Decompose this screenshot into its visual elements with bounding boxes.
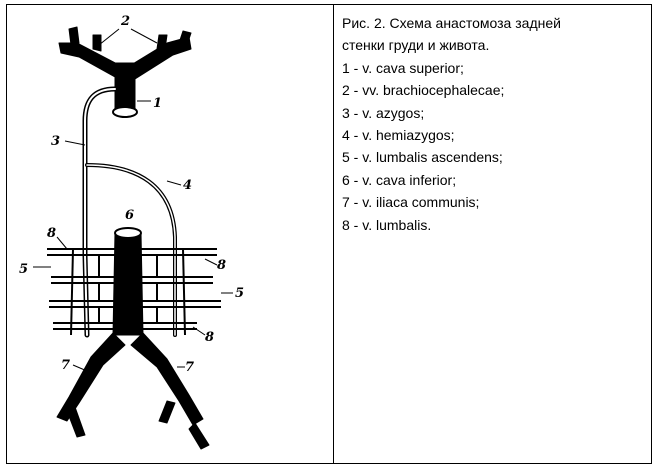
label-4: 4 — [183, 178, 192, 193]
caption-item: 4 - v. hemiazygos; — [342, 127, 455, 144]
anastomosis-diagram: 2 1 3 4 6 8 5 8 5 8 7 7 — [19, 14, 244, 450]
brachiocephalic-vein-left — [58, 42, 120, 78]
caption-item: 3 - v. azygos; — [342, 104, 425, 121]
hemiazygos-vein-inner — [86, 164, 176, 336]
caption-item: 5 - v. lumbalis ascendens; — [342, 149, 503, 166]
leader-2b — [130, 28, 158, 44]
caption-item: 6 - v. cava inferior; — [342, 171, 457, 188]
brachiocephalic-vein-right — [130, 36, 192, 80]
caption-item: 8 - v. lumbalis. — [342, 216, 432, 233]
label-5a: 5 — [19, 262, 28, 277]
label-1: 1 — [153, 96, 162, 111]
label-2: 2 — [120, 14, 130, 29]
leader-7a — [72, 364, 88, 372]
caption-item: 7 - v. iliaca communis; — [342, 194, 480, 211]
leader-2a — [98, 28, 120, 46]
figure-caption: Рис. 2. Схема анастомоза задней стенки г… — [342, 12, 642, 236]
azygos-vein-inner — [84, 88, 116, 336]
caption-title-line-2: стенки груди и живота. — [342, 37, 490, 54]
vena-cava-superior-opening — [112, 106, 138, 118]
leader-3 — [64, 140, 86, 146]
ascending-lumbar-left — [70, 248, 74, 336]
vena-cava-inferior — [112, 232, 144, 336]
label-8a: 8 — [47, 226, 56, 241]
brachiocephalic-branch-4 — [178, 30, 192, 46]
ascending-lumbar-right — [182, 248, 186, 336]
caption-item: 2 - vv. brachiocephalecae; — [342, 82, 505, 99]
brachiocephalic-branch-3 — [156, 34, 168, 50]
label-6: 6 — [125, 208, 134, 223]
lumbar-connector-3 — [98, 307, 158, 323]
brachiocephalic-branch-2 — [92, 34, 102, 52]
figure-frame — [6, 4, 652, 464]
vena-cava-inferior-opening — [114, 227, 142, 239]
iliac-branch-left — [66, 406, 86, 438]
brachiocephalic-branch-1 — [68, 26, 80, 46]
iliac-branch-right — [158, 400, 176, 424]
leader-8a — [56, 236, 68, 250]
iliac-branch-right-2 — [188, 422, 210, 450]
iliac-vein-left — [56, 332, 126, 422]
label-8c: 8 — [205, 330, 214, 345]
label-7a: 7 — [61, 358, 70, 373]
leader-8b — [204, 258, 218, 266]
iliac-vein-right — [130, 332, 204, 426]
lumbar-connector-1 — [98, 255, 158, 277]
label-8b: 8 — [217, 258, 226, 273]
column-divider — [333, 4, 334, 464]
lumbar-connector-2 — [98, 283, 158, 301]
label-7b: 7 — [185, 360, 194, 375]
label-3: 3 — [51, 134, 60, 149]
caption-item: 1 - v. cava superior; — [342, 59, 464, 76]
leader-4 — [166, 180, 182, 186]
label-5b: 5 — [235, 286, 244, 301]
caption-title-line-1: Рис. 2. Схема анастомоза задней — [342, 15, 561, 31]
leader-8c — [192, 326, 206, 336]
